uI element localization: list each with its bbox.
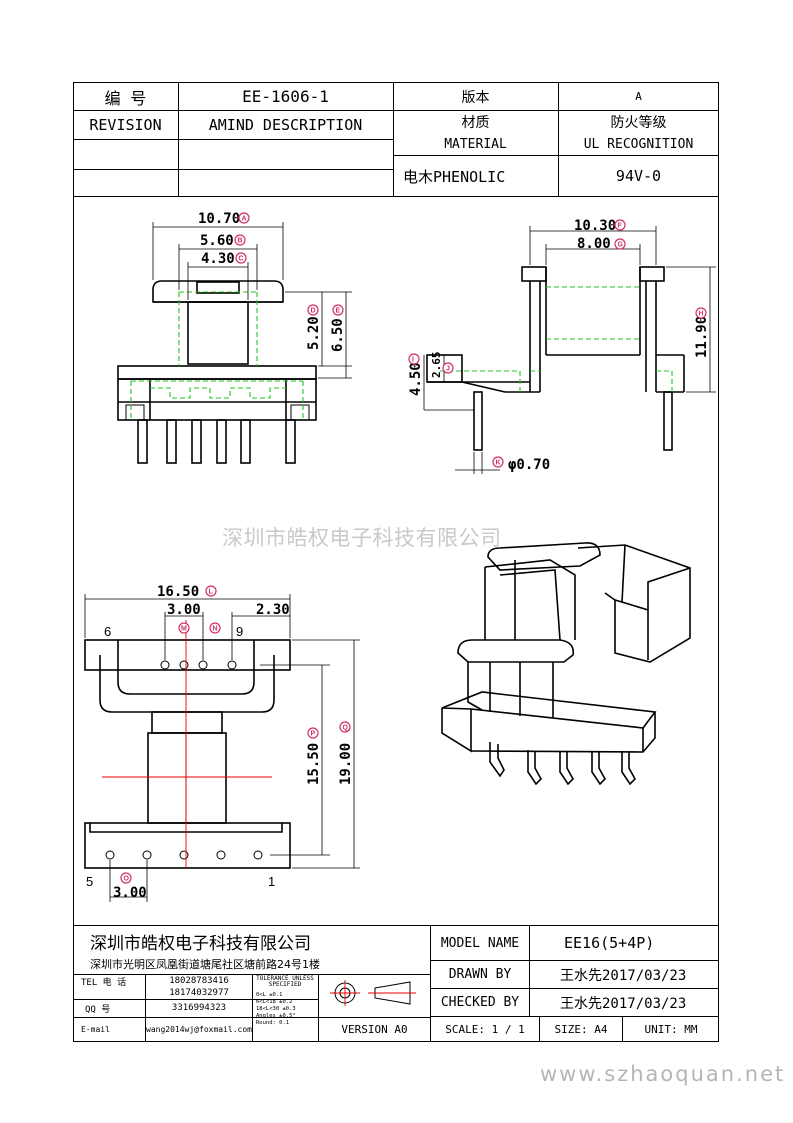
part-number: EE-1606-1 (242, 87, 329, 106)
tolerance-line: Angles ±0.5° (256, 1013, 296, 1019)
footer-company: 深圳市皓权电子科技有限公司 (90, 933, 311, 954)
model-name-value: EE16(5+4P) (564, 934, 655, 952)
drawn-by-label: DRAWN BY (448, 967, 512, 982)
version-value: A (635, 90, 642, 103)
tel-number-2: 18174032977 (169, 988, 229, 998)
tag-f: F (618, 223, 623, 230)
checked-by-value: 王水先2017/03/23 (560, 995, 687, 1012)
tel-number-1: 18028783416 (169, 976, 229, 986)
fire-rating-label-cn: 防火等级 (610, 115, 667, 131)
tel-label: TEL 电 话 (81, 977, 127, 988)
tag-a: A (242, 216, 247, 223)
tag-g: G (618, 242, 624, 249)
tag-b: B (238, 238, 243, 245)
watermark-text: 深圳市皓权电子科技有限公司 (222, 526, 502, 550)
dim-d: 5.20 (306, 316, 322, 350)
scale-label: SCALE: 1 / 1 (445, 1022, 525, 1036)
tag-h: H (699, 311, 704, 318)
pin-label-9: 9 (236, 624, 243, 639)
dim-i: 4.50 (408, 362, 424, 396)
number-label: 编 号 (104, 88, 147, 108)
revision-label: REVISION (89, 116, 162, 134)
fire-rating-label-en: UL RECOGNITION (583, 136, 694, 152)
tolerance-line: 6<L<18 ±0.2 (256, 999, 293, 1005)
material-value: 电木PHENOLIC (403, 167, 506, 186)
dim-p: 15.50 (306, 743, 322, 785)
dim-e: 6.50 (330, 318, 346, 352)
unit-label: UNIT: MM (644, 1022, 698, 1036)
tolerance-line: Round: 0.1 (256, 1020, 290, 1026)
tag-c: C (239, 256, 244, 263)
dim-m: 3.00 (167, 602, 201, 618)
projection-symbol (330, 980, 416, 1006)
front-view: 10.70 5.60 4.30 5.20 6.50 A B C D E (117, 211, 352, 464)
dim-j: 2.65 (430, 352, 443, 379)
pin-label-1: 1 (268, 874, 275, 889)
tag-d: D (311, 308, 316, 315)
qq-number: 3316994323 (171, 1003, 227, 1013)
dim-f: 10.30 (574, 218, 616, 234)
tag-j: J (446, 366, 450, 373)
dim-c: 4.30 (201, 251, 235, 267)
tag-k: K (496, 460, 501, 467)
amind-description-label: AMIND DESCRIPTION (208, 116, 363, 134)
dim-g: 8.00 (577, 236, 611, 252)
site-url: www.szhaoquan.net (540, 1062, 786, 1086)
tolerance-line: 0<L ±0.1 (256, 992, 283, 998)
dim-a: 10.70 (198, 211, 240, 227)
size-label: SIZE: A4 (554, 1022, 608, 1036)
dim-b: 5.60 (200, 233, 234, 249)
tolerance-title: TOLERANCE UNLESS SPECIFIED (256, 975, 314, 988)
dim-q: 19.00 (338, 743, 354, 785)
version-label: 版本 (461, 89, 490, 106)
dim-k: φ0.70 (508, 457, 550, 473)
material-label-en: MATERIAL (444, 136, 507, 152)
pin-label-6: 6 (104, 624, 111, 639)
qq-label: QQ 号 (85, 1004, 111, 1015)
dim-l: 16.50 (157, 584, 199, 600)
bottom-view: 16.50 3.00 2.30 15.50 19.00 3.00 L M N P… (84, 584, 360, 902)
tag-l: L (209, 589, 214, 596)
drawing-frame (73, 82, 719, 1042)
fire-rating-value: 94V-0 (615, 167, 662, 185)
tag-i: I (412, 357, 414, 364)
tag-m: M (181, 626, 187, 633)
tolerance-line: 18<L<30 ±0.3 (256, 1006, 296, 1012)
tag-q: Q (343, 725, 349, 732)
dim-n: 2.30 (256, 602, 290, 618)
material-label-cn: 材质 (461, 115, 490, 131)
dim-o: 3.00 (113, 885, 147, 901)
pin-label-5: 5 (86, 874, 93, 889)
isometric-view (441, 542, 691, 786)
model-name-label: MODEL NAME (440, 935, 520, 951)
version-a0-label: VERSION A0 (341, 1022, 408, 1036)
tolerance-list: 0<L ±0.1 6<L<18 ±0.2 18<L<30 ±0.3 Angles… (256, 992, 318, 1027)
email-label: E-mail (81, 1024, 110, 1034)
tag-p: P (311, 731, 316, 738)
tag-e: E (336, 308, 341, 315)
side-view: 10.30 8.00 11.90 4.50 2.65 φ0.70 F G H I… (408, 218, 716, 474)
checked-by-label: CHECKED BY (440, 995, 520, 1010)
email-value: wang2014wj@foxmail.com (146, 1024, 252, 1034)
dim-h: 11.90 (694, 316, 710, 358)
tag-n: N (213, 626, 218, 633)
drawn-by-value: 王水先2017/03/23 (560, 967, 687, 984)
footer-address: 深圳市光明区凤凰街道塘尾社区塘前路24号1楼 (90, 958, 320, 971)
tag-o: O (124, 876, 130, 883)
